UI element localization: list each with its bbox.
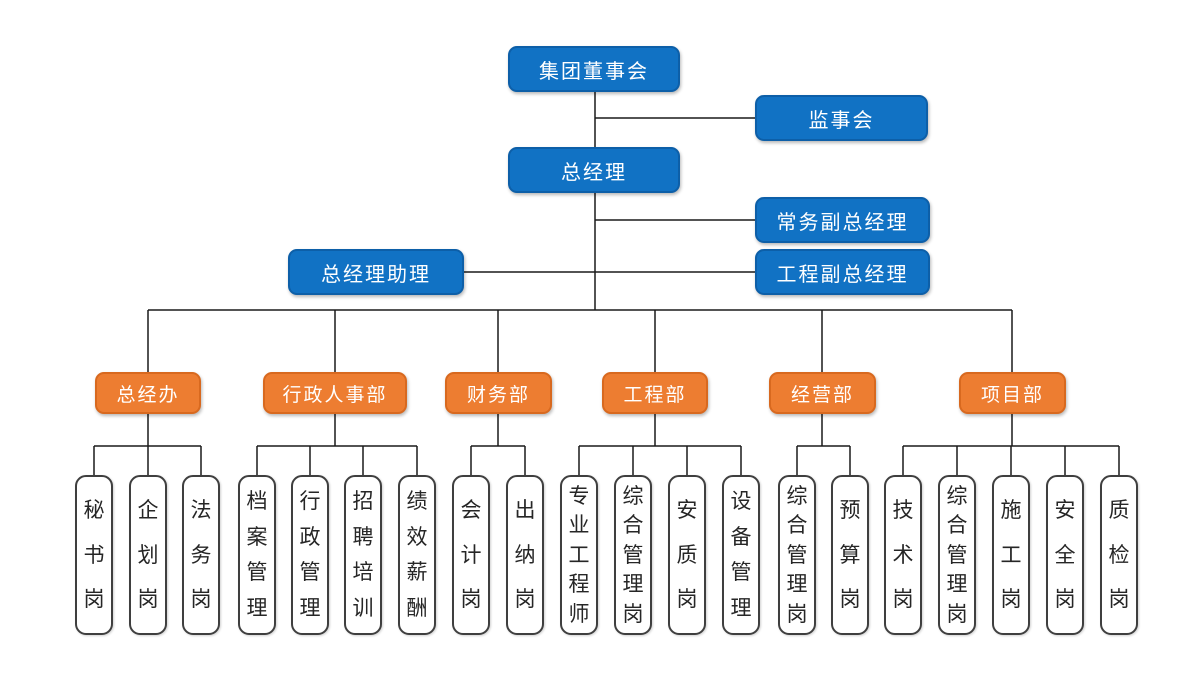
post-node: 专业工程师 <box>560 475 598 635</box>
post-node: 出纳岗 <box>506 475 544 635</box>
post-node: 技术岗 <box>884 475 922 635</box>
post-node: 行政管理 <box>291 475 329 635</box>
org-node-gm-assistant: 总经理助理 <box>288 249 464 295</box>
post-node: 综合管理岗 <box>778 475 816 635</box>
post-node: 预算岗 <box>831 475 869 635</box>
post-node: 绩效薪酬 <box>398 475 436 635</box>
org-node-dept-project: 项目部 <box>959 372 1066 414</box>
post-node: 质检岗 <box>1100 475 1138 635</box>
org-node-engineering-deputy-gm: 工程副总经理 <box>755 249 930 295</box>
post-node: 秘书岗 <box>75 475 113 635</box>
post-node: 综合管理岗 <box>938 475 976 635</box>
post-node: 法务岗 <box>182 475 220 635</box>
post-node: 档案管理 <box>238 475 276 635</box>
post-node: 安全岗 <box>1046 475 1084 635</box>
org-node-general-manager: 总经理 <box>508 147 680 193</box>
post-node: 企划岗 <box>129 475 167 635</box>
post-node: 招聘培训 <box>344 475 382 635</box>
org-node-dept-finance: 财务部 <box>445 372 552 414</box>
post-node: 会计岗 <box>452 475 490 635</box>
post-node: 综合管理岗 <box>614 475 652 635</box>
org-node-dept-admin-hr: 行政人事部 <box>263 372 407 414</box>
org-node-board: 集团董事会 <box>508 46 680 92</box>
org-node-dept-general-office: 总经办 <box>95 372 201 414</box>
post-node: 施工岗 <box>992 475 1030 635</box>
org-node-supervisory-board: 监事会 <box>755 95 928 141</box>
org-node-dept-operations: 经营部 <box>769 372 876 414</box>
org-node-executive-deputy-gm: 常务副总经理 <box>755 197 930 243</box>
post-node: 设备管理 <box>722 475 760 635</box>
post-node: 安质岗 <box>668 475 706 635</box>
org-node-dept-engineering: 工程部 <box>602 372 708 414</box>
